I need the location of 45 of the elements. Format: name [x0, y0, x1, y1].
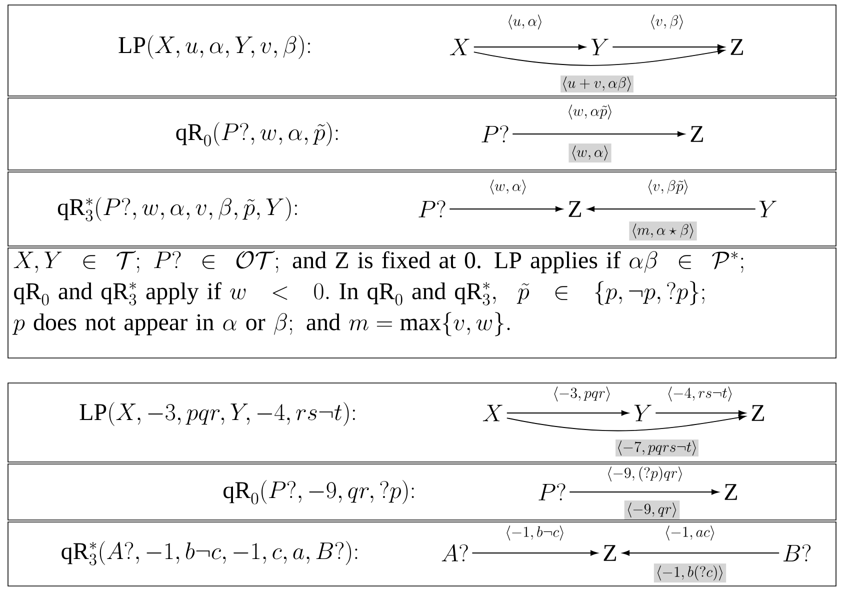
arrow: [512, 131, 685, 137]
result-label: $\langle -1, b(?c)\rangle$: [654, 564, 726, 582]
arrow: [473, 48, 725, 66]
variable: $\mathrm{Z}$: [730, 39, 744, 55]
variable: $\mathrm{Z}$: [604, 545, 616, 561]
variable: $Y$: [759, 200, 776, 218]
variable: $\mathrm{Z}$: [724, 484, 738, 500]
note-box: $X, Y \in \mathcal{T};\ P? \in \mathcal{OT};\ \text{and Z is fixed at 0. LP applies if } \alpha\beta \in \mathcal{P}^*;\allowbreak\ \mathrm{qR}_0 \text{ and } \mathrm{qR}_3^* \text{ apply if } w < 0.\ \text{In } \mathrm{qR}_0 \text{ and } \mathrm{qR}_3^*,\ \ \tilde{p} \in \{p, \neg p, ?p\};\allowbreak\ p \text{ does not appear in } \alpha \text{ or } \beta;\ \text{and } m = \max\{v, w\}.$: [8, 248, 836, 358]
edge-label: $\langle w, \alpha\rangle$: [488, 178, 528, 196]
arrow: [569, 489, 719, 495]
result-label: $\langle m, \alpha\star\beta\rangle$: [629, 222, 697, 240]
arrow: [622, 550, 780, 556]
arrow: [506, 410, 629, 416]
variable: $\mathrm{Z}$: [752, 405, 764, 421]
edge-label: $\langle -3, pqr\rangle$: [552, 386, 612, 402]
variable: $X$: [482, 404, 502, 422]
variable: $Y$: [591, 38, 608, 56]
edge-label: $\langle u, \alpha\rangle$: [506, 14, 544, 30]
result-label: $\langle -9, qr\rangle$: [624, 500, 680, 520]
arrow: [612, 44, 725, 50]
edge-label: $\langle -1, b\neg c\rangle$: [504, 524, 566, 542]
variable: $Y$: [634, 404, 652, 422]
variable: $P?$: [418, 200, 446, 218]
variable: $\mathrm{Z}$: [690, 126, 704, 142]
arrow: [587, 206, 756, 212]
variable: $B?$: [783, 544, 811, 562]
arrow: [473, 44, 586, 50]
edge-label: $\langle u+v, \alpha\beta\rangle$: [560, 76, 634, 92]
variable: $A?$: [442, 544, 468, 562]
arrow: [472, 550, 598, 556]
variable: $P?$: [538, 484, 566, 500]
variable: $\mathrm{Z}$: [568, 201, 582, 217]
edge-label: $\langle v, \beta\tilde{p}\rangle$: [646, 178, 690, 196]
result-label: $\langle w, \alpha\rangle$: [568, 144, 612, 162]
variable: $X$: [450, 38, 470, 56]
arrow: [449, 206, 563, 212]
edge-label: $\langle -4, rs\neg t\rangle$: [666, 386, 734, 402]
arrow: [655, 410, 746, 416]
edge-label: $\langle -1, ac\rangle$: [663, 524, 717, 542]
edge-label: $\langle w, \alpha\tilde{p}\rangle$: [566, 104, 614, 120]
arrow: [506, 414, 746, 432]
edge-label: $\langle v, \beta\rangle$: [648, 14, 686, 30]
variable: $P?$: [482, 126, 508, 142]
edge-label: $\langle -9, (?p)qr\rangle$: [605, 466, 685, 482]
edge-label: $\langle -7, pqrs\neg t\rangle$: [616, 440, 698, 456]
